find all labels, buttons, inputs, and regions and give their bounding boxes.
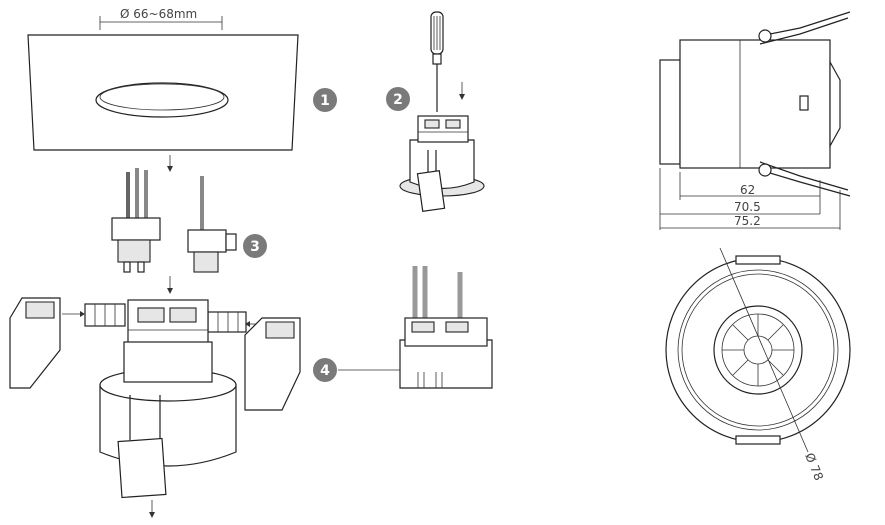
step-2-screwdriver-sensor: 2 <box>386 11 485 213</box>
arrow-down-icon-bottom <box>149 512 155 518</box>
step-2-number: 2 <box>393 92 403 108</box>
dim-75-2: 75.2 <box>734 214 761 228</box>
diameter-line <box>719 247 809 453</box>
clamp-right <box>244 317 301 411</box>
side-view-lens <box>659 59 681 165</box>
hole-diameter-label: Ø 66~68mm <box>120 7 197 21</box>
terminal-strip-right <box>207 311 247 333</box>
step-3-number: 3 <box>250 239 260 255</box>
step-2-badge <box>386 87 410 111</box>
exploded-assembly <box>9 297 301 518</box>
step-3-connectors: 3 <box>111 168 267 294</box>
dim-diameter-78: Ø 78 <box>802 451 826 483</box>
spring-clip <box>117 437 167 499</box>
step-4-badge <box>313 358 337 382</box>
arrow-down-icon <box>167 166 173 172</box>
clamp-left <box>9 297 61 389</box>
dim-62: 62 <box>740 183 755 197</box>
step-1-number: 1 <box>320 93 330 109</box>
side-view: 62 70.5 75.2 <box>659 11 851 230</box>
screw-bottom-icon <box>758 163 772 177</box>
terminal-connector-right <box>187 176 237 273</box>
step-4-number: 4 <box>320 363 330 379</box>
sensor-body-assembled <box>399 339 493 389</box>
step-1-badge <box>313 88 337 112</box>
terminal-connector-left <box>111 168 161 273</box>
screw-top-icon <box>758 29 772 43</box>
front-view: Ø 78 <box>665 247 851 483</box>
step-1-ceiling-panel: Ø 66~68mm 1 <box>27 7 337 172</box>
step-3-badge <box>243 234 267 258</box>
dim-70-5: 70.5 <box>734 200 761 214</box>
step-4-assembled: 4 <box>313 266 493 389</box>
